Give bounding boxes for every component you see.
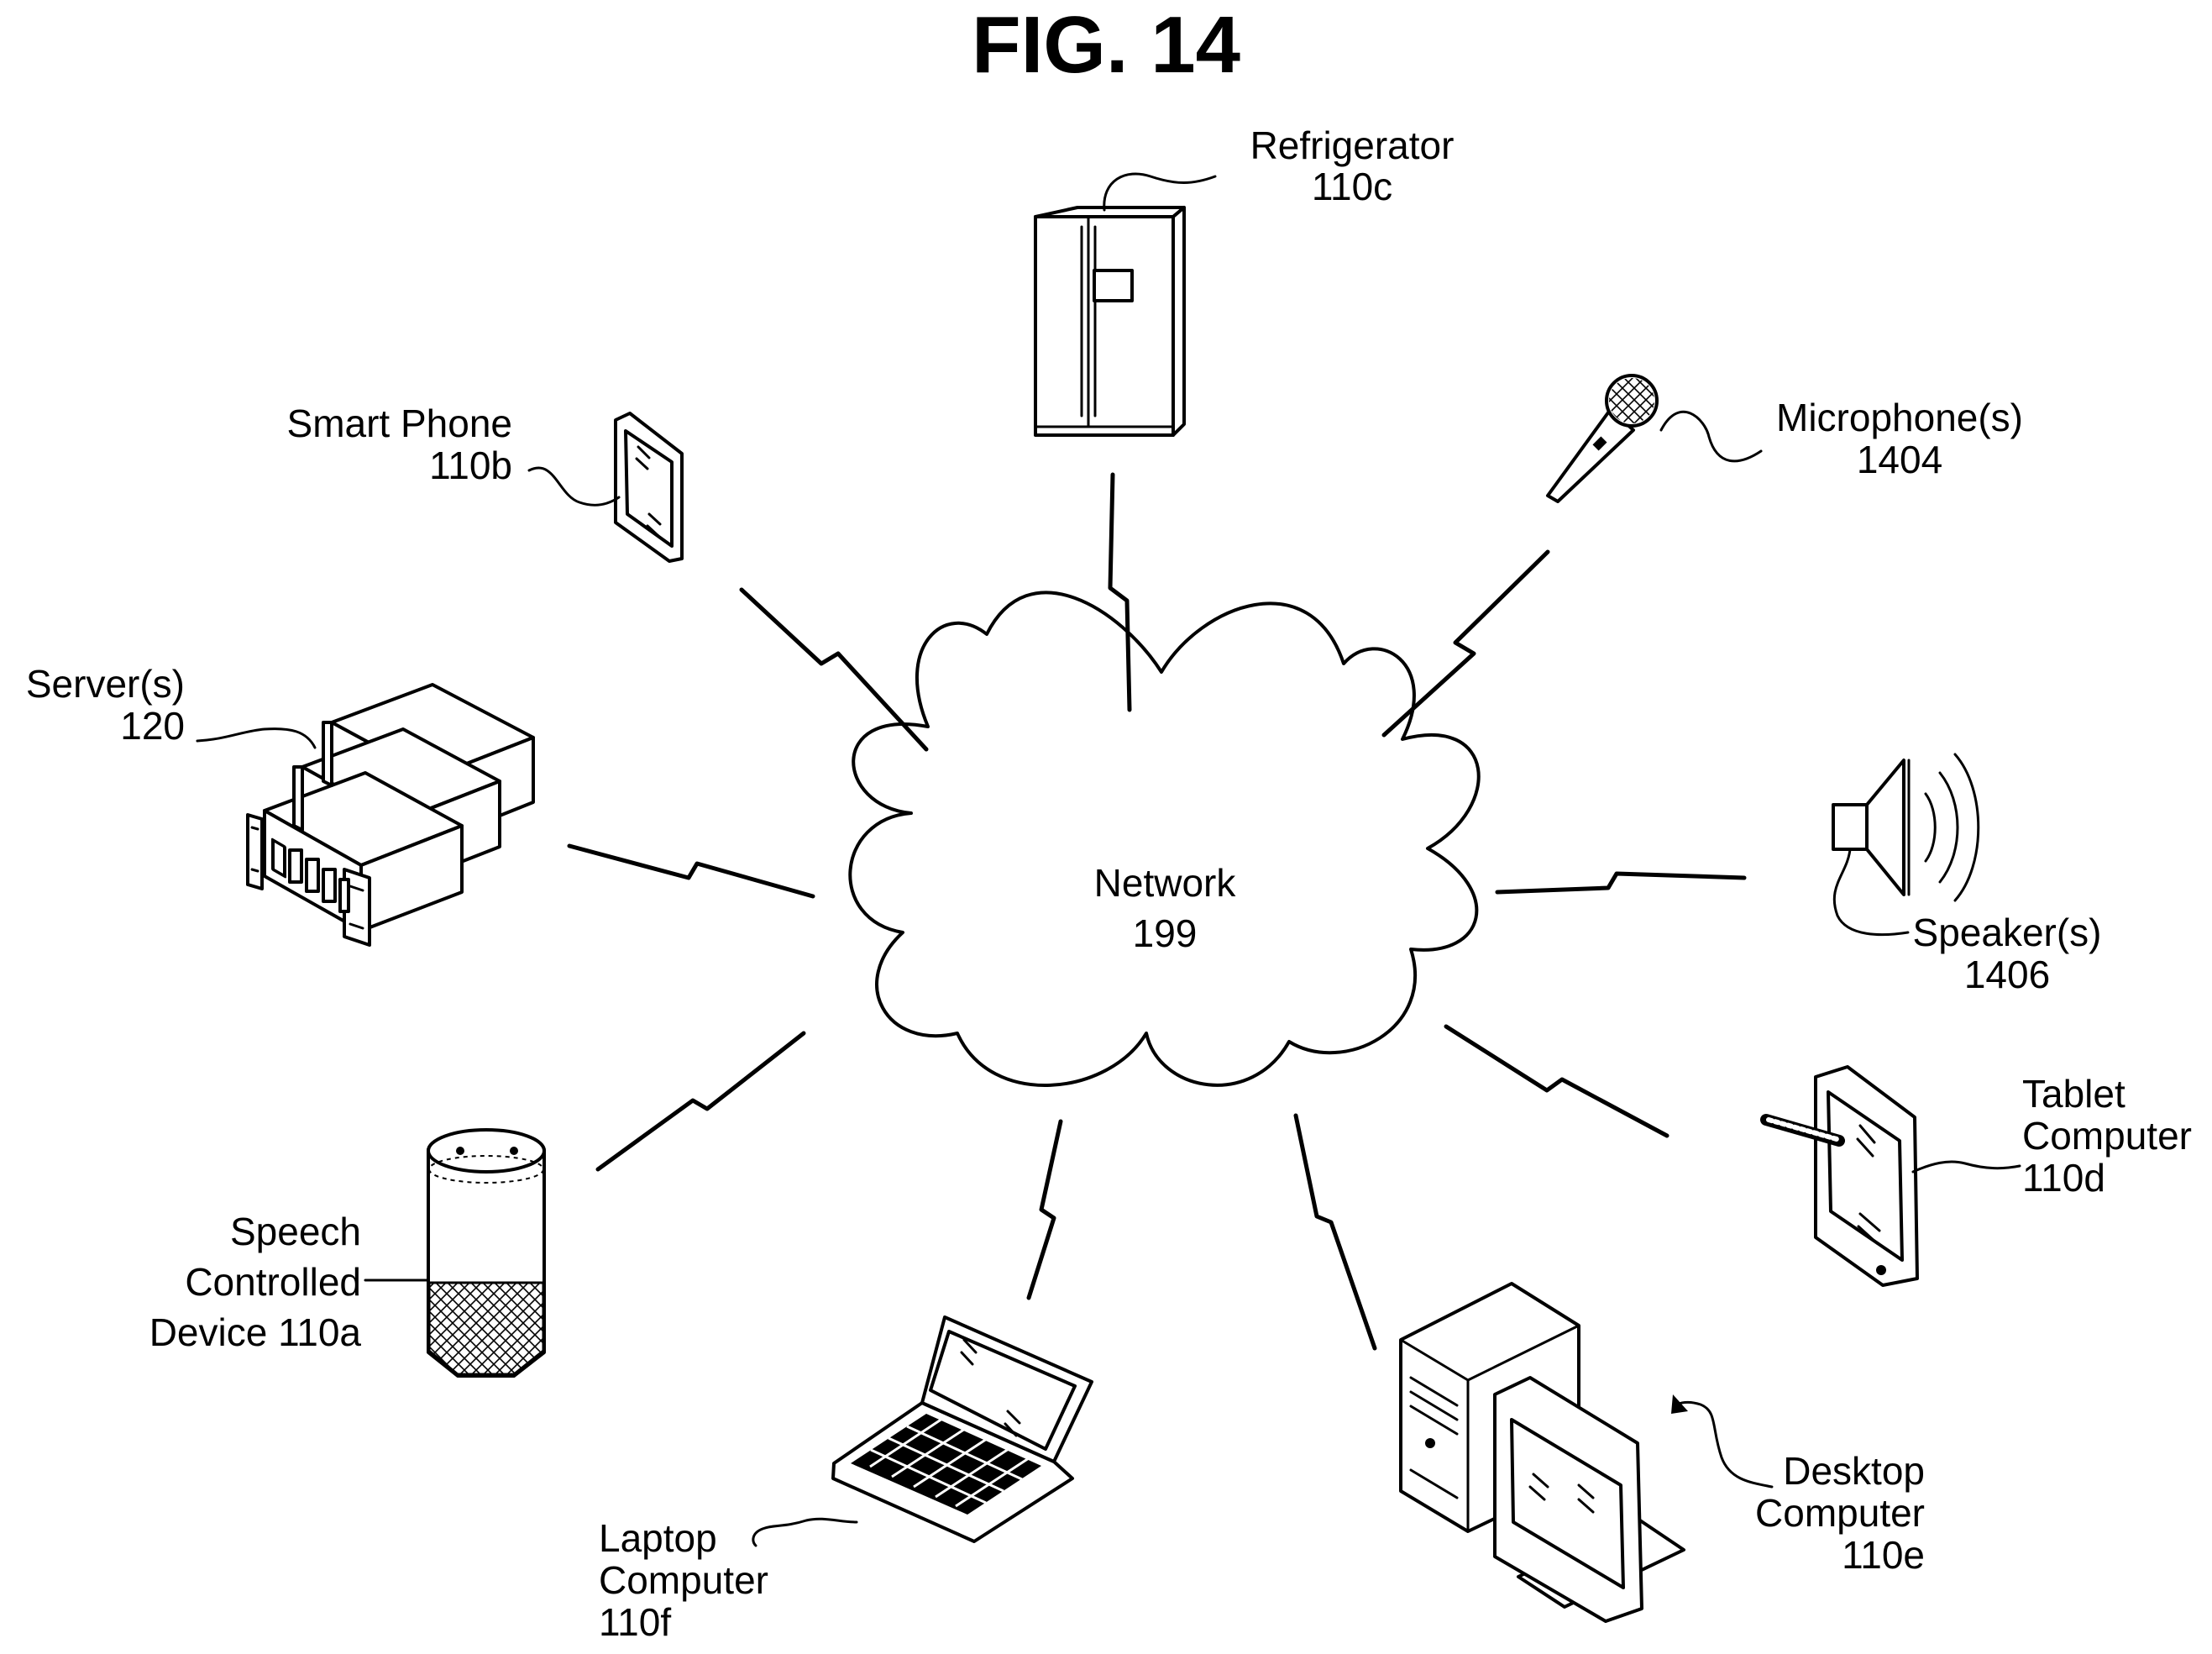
link-servers	[569, 846, 813, 896]
link-desktop	[1296, 1116, 1375, 1348]
desktop-label-line3: 110e	[1842, 1533, 1925, 1577]
desktop-label-line2: Computer	[1755, 1491, 1925, 1535]
microphone-label-line1: Microphone(s)	[1776, 396, 2023, 439]
microphone-label-line2: 1404	[1857, 438, 1942, 481]
speech-device-label-line1: Speech	[230, 1210, 361, 1253]
smart-phone-icon	[529, 413, 682, 561]
smart-phone-label-line2: 110b	[429, 444, 512, 487]
tablet-label-line3: 110d	[2022, 1156, 2105, 1200]
network-label: Network	[1094, 861, 1237, 905]
refrigerator-icon	[1035, 174, 1215, 435]
refrigerator-label-line2: 110c	[1312, 165, 1392, 208]
smart-phone-label-line1: Smart Phone	[287, 402, 512, 445]
figure-title: FIG. 14	[972, 0, 1240, 90]
smart-speaker-icon	[365, 1130, 544, 1376]
laptop-label-line3: 110f	[599, 1600, 671, 1644]
laptop-icon	[753, 1317, 1092, 1546]
speaker-icon	[1833, 754, 1979, 935]
network-cloud: Network 199	[850, 592, 1478, 1085]
desktop-label-line1: Desktop	[1783, 1449, 1925, 1493]
link-laptop	[1029, 1121, 1061, 1298]
link-speaker	[1497, 874, 1744, 892]
speech-device-label-line2: Controlled	[185, 1260, 361, 1304]
server-rack-icon	[197, 685, 533, 945]
microphone-icon	[1548, 375, 1761, 501]
refrigerator-label-line1: Refrigerator	[1250, 123, 1455, 167]
laptop-label-line2: Computer	[599, 1558, 768, 1602]
tablet-icon	[1766, 1067, 2020, 1285]
desktop-computer-icon	[1401, 1284, 1772, 1621]
servers-label-line2: 120	[120, 704, 185, 748]
network-number: 199	[1133, 911, 1198, 955]
laptop-label-line1: Laptop	[599, 1516, 717, 1560]
speaker-label-line1: Speaker(s)	[1913, 911, 2102, 954]
link-tablet	[1446, 1027, 1667, 1136]
tablet-label-line1: Tablet	[2022, 1072, 2126, 1116]
tablet-label-line2: Computer	[2022, 1114, 2192, 1158]
servers-label-line1: Server(s)	[26, 662, 185, 706]
link-speech-device	[598, 1033, 804, 1169]
speaker-label-line2: 1406	[1964, 953, 2050, 996]
speech-device-label-line3: Device 110a	[149, 1310, 362, 1354]
